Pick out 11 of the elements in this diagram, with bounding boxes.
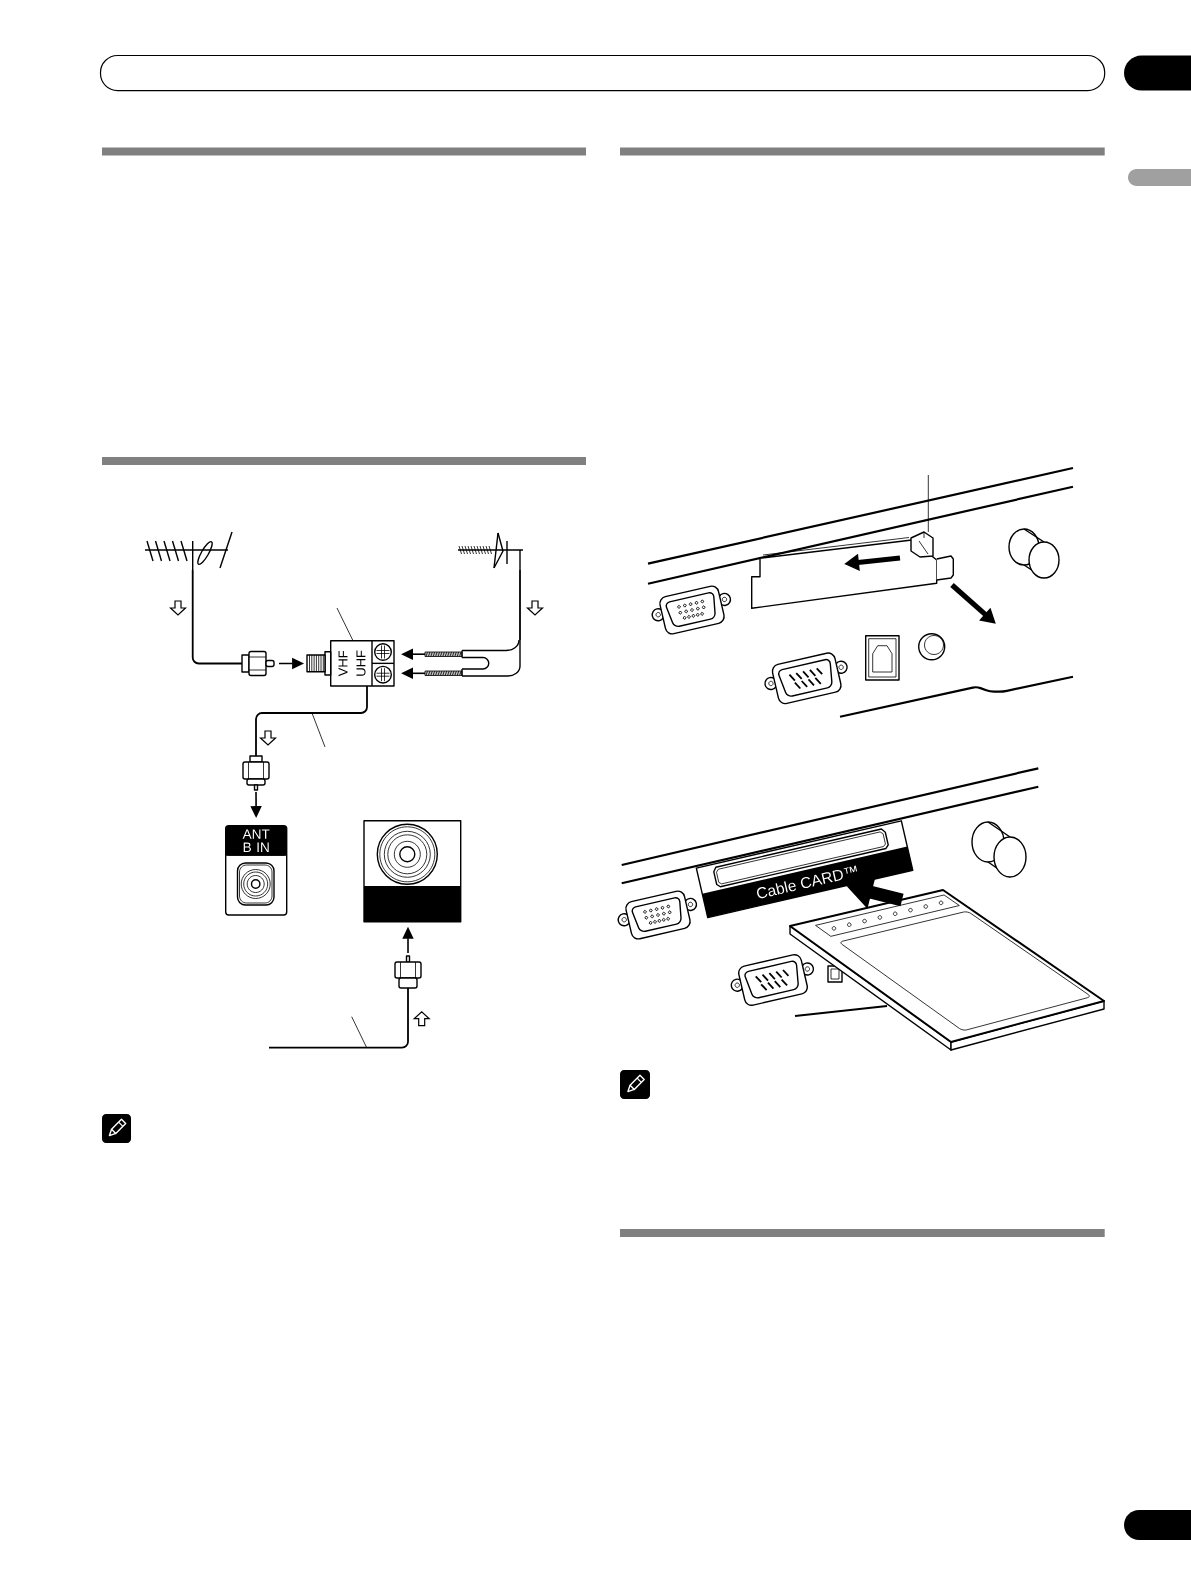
- twin-lead-cable: [424, 639, 521, 677]
- leader-line: [927, 474, 929, 533]
- coax-plug: [242, 755, 270, 791]
- coax-plug: [241, 650, 275, 677]
- antenna: [457, 532, 524, 571]
- coax-plug: [394, 955, 422, 989]
- leader-line: [336, 607, 354, 642]
- jack-panel: ANT B IN: [225, 825, 288, 916]
- matching-transformer: VHF UHF: [306, 640, 395, 687]
- latch: [910, 531, 934, 558]
- antenna: [144, 531, 233, 571]
